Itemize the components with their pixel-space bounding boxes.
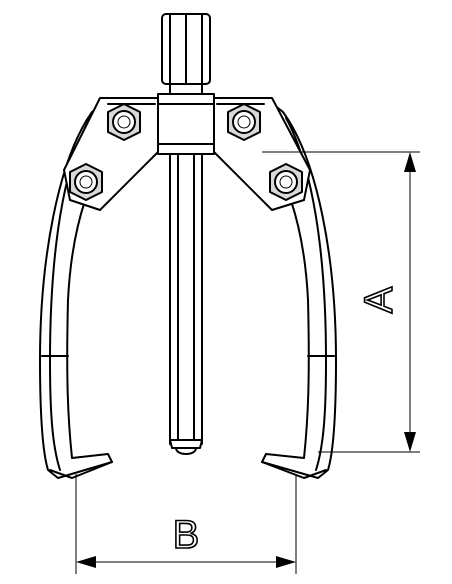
bolt-upper-left (107, 103, 141, 141)
dimension-a-arrow-top (404, 152, 416, 172)
bolt-lower-right (269, 163, 303, 201)
dimension-a-label: A (357, 286, 401, 313)
hex-head-nut (161, 13, 211, 95)
dimension-b: B (75, 474, 297, 574)
dimension-b-arrow-right (276, 556, 296, 568)
dimension-b-arrow-left (76, 556, 96, 568)
crosshead-block (157, 93, 215, 155)
spindle-screw (169, 153, 203, 455)
dimension-a: A (262, 151, 420, 453)
bolt-lower-left (69, 163, 103, 201)
dimension-a-arrow-bottom (404, 432, 416, 452)
dimension-b-label: B (173, 513, 200, 557)
bolt-upper-right (227, 103, 261, 141)
